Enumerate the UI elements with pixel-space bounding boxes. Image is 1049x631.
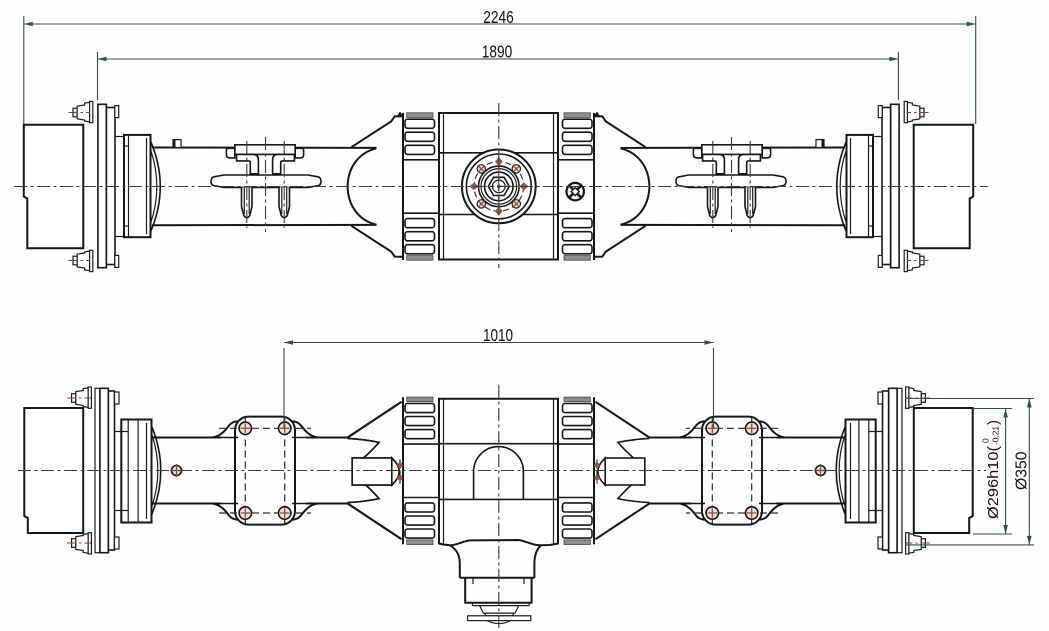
svg-text:0: 0 bbox=[981, 438, 991, 443]
svg-text:1010: 1010 bbox=[483, 325, 513, 345]
svg-text:-0.21: -0.21 bbox=[991, 426, 1001, 445]
svg-text:Ø296h10(: Ø296h10( bbox=[986, 446, 1002, 519]
svg-text:Ø350: Ø350 bbox=[1014, 451, 1031, 490]
svg-text:2246: 2246 bbox=[483, 7, 514, 27]
svg-text:): ) bbox=[986, 420, 1002, 425]
svg-text:1890: 1890 bbox=[482, 42, 513, 62]
